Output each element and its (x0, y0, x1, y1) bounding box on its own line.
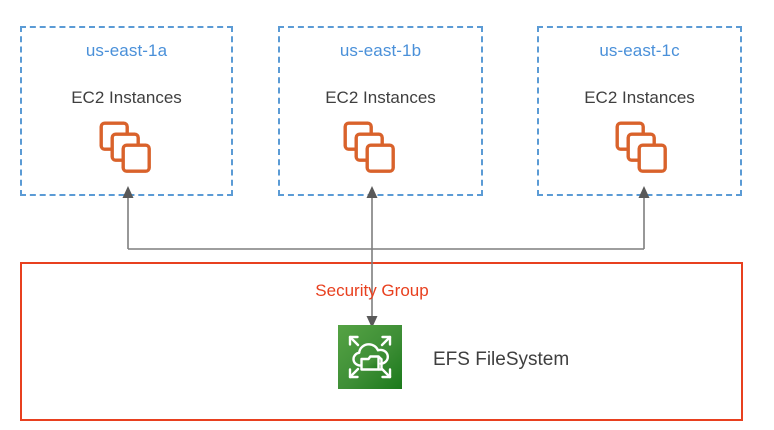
availability-zone-box-us-east-1b[interactable] (278, 26, 483, 196)
ec2-instances-icon-us-east-1a[interactable] (99, 121, 157, 173)
availability-zone-label-us-east-1a: us-east-1a (85, 41, 168, 60)
resource-label-us-east-1c: EC2 Instances (584, 88, 695, 107)
resource-label-us-east-1a: EC2 Instances (71, 88, 182, 107)
security-group-label: Security Group (315, 281, 429, 300)
resource-label-us-east-1b: EC2 Instances (325, 88, 436, 107)
efs-filesystem-icon[interactable] (338, 325, 402, 389)
ec2-instances-icon-us-east-1c[interactable] (615, 121, 673, 173)
security-group-box[interactable] (20, 262, 743, 421)
availability-zone-label-us-east-1c: us-east-1c (599, 41, 680, 60)
efs-filesystem-label: EFS FileSystem (433, 349, 570, 370)
availability-zone-label-us-east-1b: us-east-1b (339, 41, 422, 60)
ec2-instances-icon-us-east-1b[interactable] (343, 121, 401, 173)
